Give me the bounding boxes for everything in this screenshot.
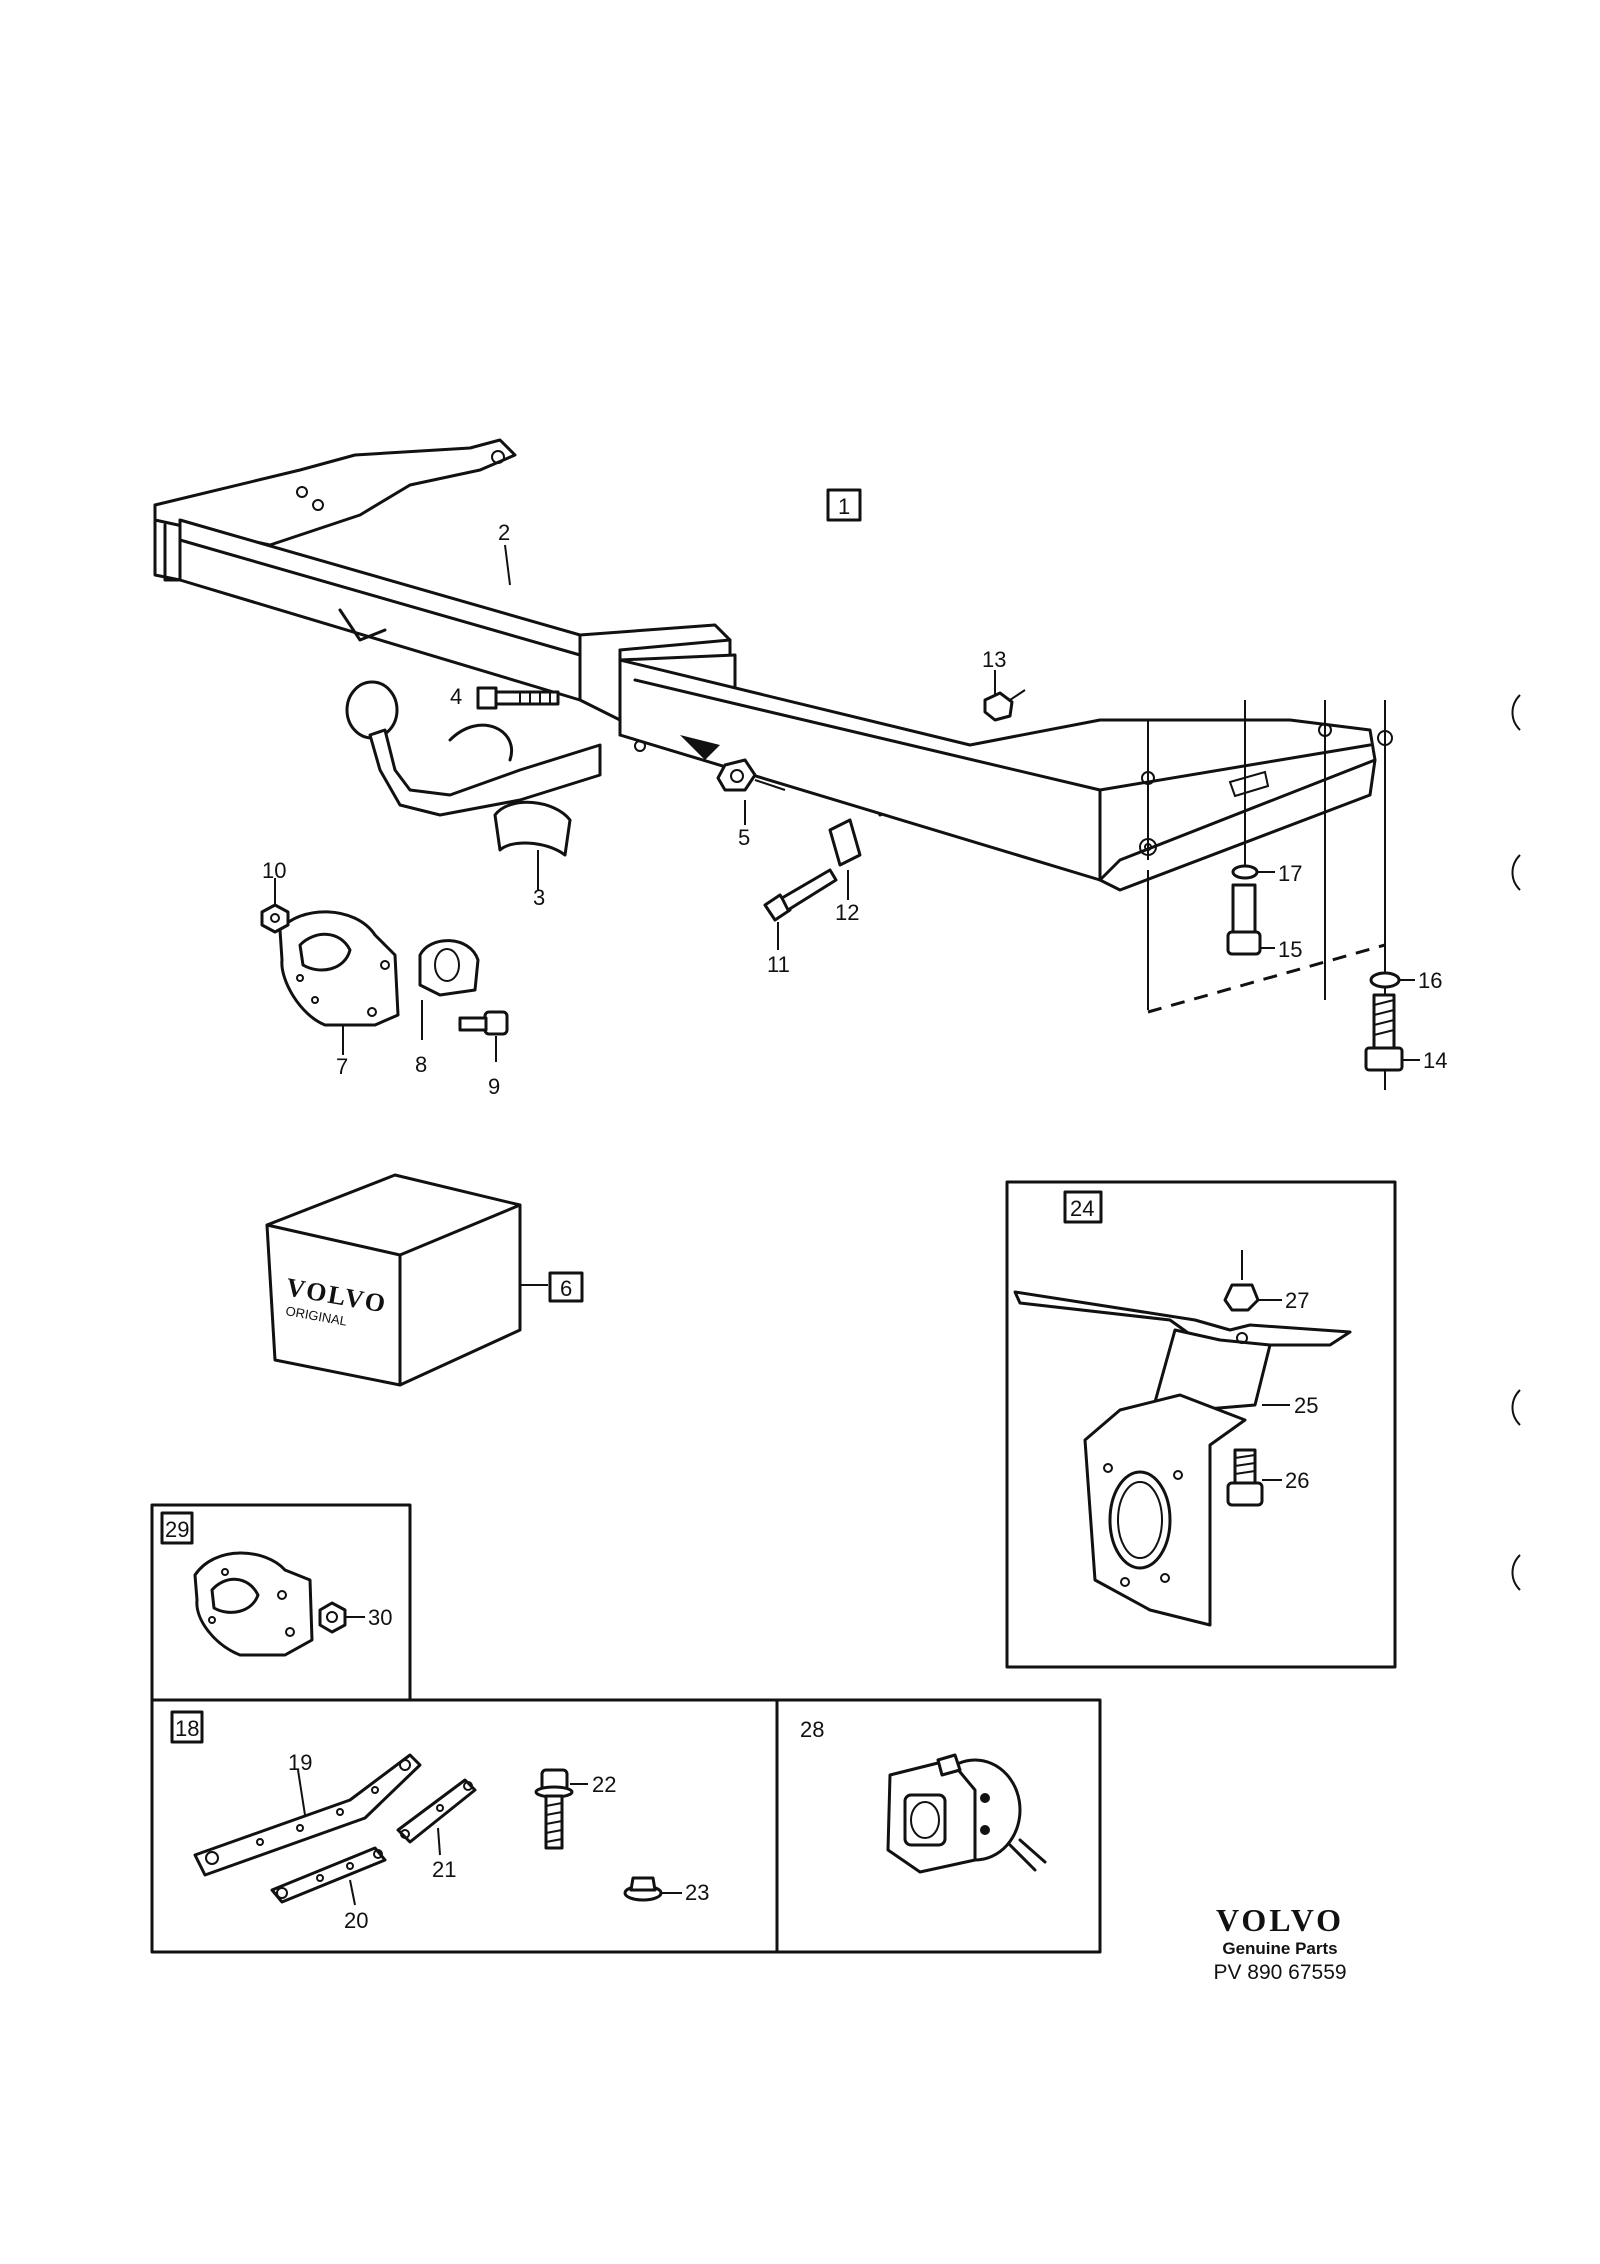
boxed-label-29: 29 xyxy=(165,1517,189,1542)
clamp-8 xyxy=(418,939,480,1040)
boxed-label-24: 24 xyxy=(1070,1196,1094,1221)
boxed-label-28: 28 xyxy=(800,1717,824,1742)
callout-9: 9 xyxy=(488,1074,500,1099)
inset-box-18 xyxy=(150,1698,779,1954)
callout-8: 8 xyxy=(415,1052,427,1077)
bolt-15 xyxy=(1226,883,1275,956)
washer-17 xyxy=(1231,864,1275,880)
socket-bracket-7 xyxy=(278,910,400,1055)
margin-punch-marks xyxy=(1511,694,1521,1591)
callout-20: 20 xyxy=(344,1908,368,1933)
callout-3: 3 xyxy=(533,885,545,910)
callout-7: 7 xyxy=(336,1054,348,1079)
callout-27: 27 xyxy=(1285,1288,1309,1313)
nut-5 xyxy=(716,758,786,825)
spacer-12 xyxy=(828,818,862,900)
callout-30: 30 xyxy=(368,1605,392,1630)
ball-cover xyxy=(493,800,572,890)
bolt-14 xyxy=(1364,993,1420,1072)
volvo-original-package: VOLVO ORIGINAL xyxy=(265,1173,548,1387)
nut-13 xyxy=(983,670,1026,722)
washer-16 xyxy=(1369,971,1415,989)
callout-23: 23 xyxy=(685,1880,709,1905)
towbar-crossmember xyxy=(153,438,1393,892)
tow-ball-arm xyxy=(345,680,602,817)
nut-10 xyxy=(260,878,290,934)
callout-15: 15 xyxy=(1278,937,1302,962)
inset-box-24 xyxy=(1005,1180,1397,1669)
callout-5: 5 xyxy=(738,825,750,850)
callout-19: 19 xyxy=(288,1750,312,1775)
boxed-label-18: 18 xyxy=(175,1716,199,1741)
volvo-genuine-parts-footer: VOLVO Genuine Parts PV 890 67559 xyxy=(1180,1902,1380,1986)
footer-part-code: PV 890 67559 xyxy=(1213,1961,1347,1984)
boxed-labels: 1 6 24 29 18 28 xyxy=(165,488,1094,1742)
callout-10: 10 xyxy=(262,858,286,883)
callout-25: 25 xyxy=(1294,1393,1318,1418)
inset-box-29 xyxy=(150,1503,412,1702)
footer-subtitle: Genuine Parts xyxy=(1222,1939,1338,1958)
bolt-9 xyxy=(458,1010,509,1062)
bolt-4 xyxy=(476,686,560,710)
callout-17: 17 xyxy=(1278,861,1302,886)
callout-22: 22 xyxy=(592,1772,616,1797)
callout-16: 16 xyxy=(1418,968,1442,993)
callout-13: 13 xyxy=(982,647,1006,672)
callout-2: 2 xyxy=(498,520,510,545)
callout-4: 4 xyxy=(450,684,462,709)
volvo-logo: VOLVO xyxy=(1215,1902,1345,1938)
callout-21: 21 xyxy=(432,1857,456,1882)
inset-box-28 xyxy=(775,1698,1102,1954)
bolt-11 xyxy=(763,868,838,950)
callout-26: 26 xyxy=(1285,1468,1309,1493)
callout-12: 12 xyxy=(835,900,859,925)
boxed-label-1: 1 xyxy=(838,494,850,519)
callout-11: 11 xyxy=(767,952,790,977)
callout-labels: 2 3 4 5 7 8 9 10 11 12 13 14 15 16 17 19… xyxy=(262,520,1447,1933)
boxed-label-6: 6 xyxy=(560,1276,572,1301)
callout-14: 14 xyxy=(1423,1048,1447,1073)
